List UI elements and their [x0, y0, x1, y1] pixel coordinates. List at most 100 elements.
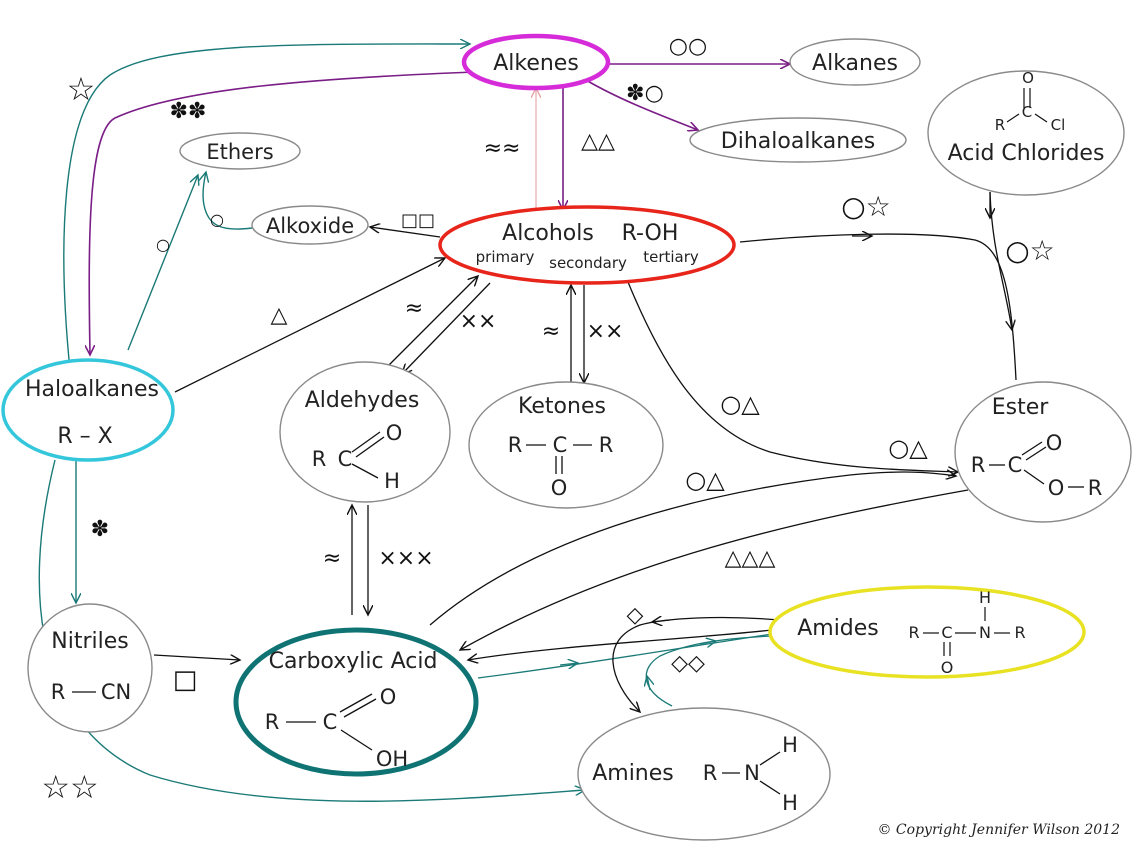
symbol-ester-to-carboxylic: △△△ [725, 546, 776, 571]
arrow-aldehyde-to-alcohol [387, 276, 478, 367]
symbol-ester-label: ○△ [888, 434, 928, 462]
bond-acid-chlorides-rc [1006, 113, 1020, 123]
symbol-acidchlorides-to-ester: ○☆ [1005, 234, 1055, 267]
node-ethers [179, 132, 301, 170]
bond-carboxylic-co-b [343, 698, 377, 718]
bond-aldehydes-co-a [351, 431, 381, 453]
symbol-alkenes-to-alkanes: ○○ [669, 34, 707, 59]
node-ester [954, 381, 1132, 523]
arrow-ester-to-carboxylic [460, 489, 969, 650]
label-amines-title: Amines [592, 761, 674, 786]
bond-acid-chlorides-ccl [1034, 113, 1048, 123]
label-alcohols-formula: R-OH [622, 221, 679, 246]
symbol-carboxylic-to-ester: ○△ [685, 466, 725, 494]
label-alkanes: Alkanes [812, 51, 898, 76]
node-aldehydes [279, 361, 451, 503]
label-carboxylic-oh: OH [376, 747, 408, 771]
label-amines-r: R [703, 761, 718, 785]
symbol-alcohols-to-ester: ○☆ [841, 190, 891, 223]
label-carboxylic-c: C [323, 710, 338, 734]
label-amides-r1: R [908, 623, 919, 642]
label-carboxylic-r: R [265, 710, 280, 734]
node-ketones [468, 381, 664, 509]
label-ketones-r2: R [599, 433, 614, 457]
label-alcohols-secondary: secondary [549, 254, 627, 272]
label-acid-chlorides-c: C [1022, 103, 1032, 121]
arrow-carboxylic-to-amides [477, 633, 773, 679]
arrowhead-amines-to-amides [647, 676, 650, 691]
label-alcohols-tertiary: tertiary [643, 248, 699, 266]
label-haloalkanes-title: Haloalkanes [25, 377, 159, 402]
symbol-aldehyde-carboxylic-up: ≈ [323, 546, 341, 571]
label-amides-r2: R [1014, 623, 1025, 642]
symbol-alkenes-to-alcohols: △△ [581, 129, 615, 154]
node-carboxylic-acid [233, 627, 479, 777]
label-alcohols-title: Alcohols [502, 221, 594, 246]
arrow-amines-to-amides [645, 635, 773, 707]
symbol-nitriles-to-carboxylic: □ [173, 665, 198, 695]
bond-amines-nh1 [759, 751, 781, 766]
arrow-haloalkanes-to-ethers [127, 175, 198, 351]
label-amides-c: C [941, 623, 952, 642]
label-aldehydes-title: Aldehydes [305, 388, 420, 413]
arrow-nitriles-to-carboxylic [153, 654, 240, 660]
symbol-aldehyde-carboxylic-down: ××× [378, 546, 433, 571]
symbol-haloalkanes-to-amines: ☆☆ [41, 768, 98, 806]
label-aldehydes-r: R [312, 447, 327, 471]
node-alkenes [461, 33, 611, 91]
label-ketones-c: C [553, 433, 568, 457]
symbol-alcohols-to-alkoxide: □□ [401, 210, 435, 231]
label-amides-n: N [979, 623, 991, 642]
label-ketones-o: O [551, 476, 568, 500]
bond-carboxylic-co-a [339, 693, 373, 713]
arrow-alkenes-to-dihaloalkanes [585, 79, 698, 130]
label-alkoxide: Alkoxide [266, 214, 354, 238]
node-amines [577, 707, 831, 841]
symbol-haloalkanes-to-nitriles: ✽ [91, 517, 109, 542]
symbol-haloalkanes-to-ethers: ○ [156, 235, 170, 254]
symbol-aldehyde-to-alcohol: ≈ [405, 296, 423, 321]
bond-carboxylic-coh [340, 729, 373, 751]
arrow-haloalkanes-to-alkenes [63, 44, 470, 371]
bond-amines-nh2 [759, 780, 781, 795]
label-nitriles-title: Nitriles [51, 629, 128, 654]
label-ester-title: Ester [992, 395, 1050, 420]
symbol-alcohol-to-ketone: ×× [587, 319, 624, 344]
label-acid-chlorides-o: O [1022, 69, 1034, 87]
label-ketones-title: Ketones [518, 394, 606, 419]
node-alcohols [438, 205, 736, 285]
label-amines-h2: H [782, 791, 798, 815]
label-aldehydes-c: C [338, 447, 353, 471]
symbol-haloalkanes-to-alkenes: ✽✽ [170, 99, 207, 124]
label-ester-o1: O [1046, 431, 1063, 455]
label-nitriles-r: R [51, 680, 66, 704]
label-ester-r2: R [1088, 476, 1103, 500]
bond-aldehydes-co-b [355, 436, 385, 458]
label-acid-chlorides-title: Acid Chlorides [948, 141, 1105, 166]
bond-ester-co-b [1025, 446, 1047, 461]
label-amines-n: N [744, 761, 760, 785]
label-ester-r1: R [971, 453, 986, 477]
symbol-haloalkanes-to-alcohols: △ [271, 303, 288, 328]
label-alcohols-primary: primary [476, 248, 535, 266]
arrow-haloalkanes-to-alcohols [174, 258, 445, 393]
label-amides-h: H [979, 588, 991, 607]
label-nitriles-cn: CN [101, 680, 131, 704]
node-alkanes [789, 38, 921, 86]
symbol-alkenes-to-dihalo: ✽○ [626, 81, 664, 106]
symbol-amines-amides: ◇◇ [671, 651, 705, 676]
label-carboxylic-title: Carboxylic Acid [269, 649, 438, 674]
node-dihaloalkanes [689, 117, 907, 163]
symbol-alcohols-to-alkenes: ≈≈ [484, 136, 521, 161]
arrow-alkenes-to-haloalkanes [89, 71, 476, 355]
label-aldehydes-o: O [386, 421, 403, 445]
bond-ester-co-a [1021, 441, 1043, 456]
arrowhead-amides-to-amines-1 [652, 620, 671, 622]
label-dihaloalkanes: Dihaloalkanes [721, 129, 875, 154]
symbol-alcohol-to-aldehyde: ×× [460, 309, 497, 334]
arrow-haloalkanes-to-amines [38, 459, 585, 802]
symbol-ketone-to-alcohol: ≈ [542, 319, 560, 344]
arrow-amides-to-carboxylic [468, 629, 773, 660]
symbol-alkoxide-to-ethers: ○ [210, 210, 224, 229]
